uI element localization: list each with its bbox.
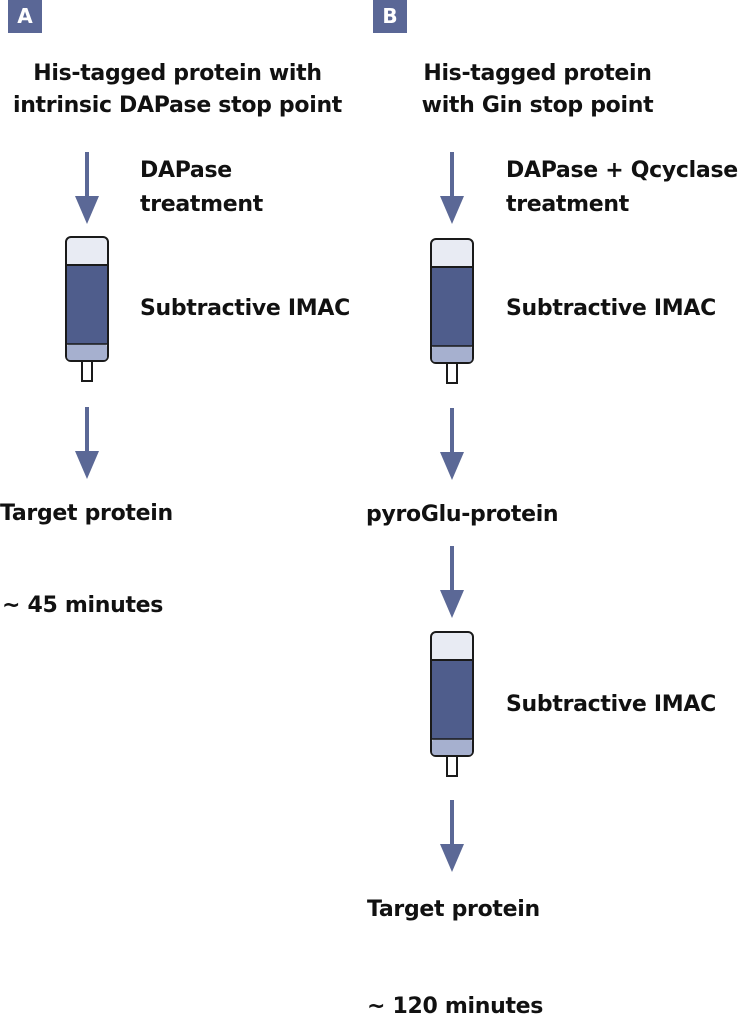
- panel-a-arrow-2: [75, 407, 99, 479]
- panel-a-result: Target protein: [0, 501, 173, 526]
- panel-b-badge: B: [373, 0, 407, 33]
- panel-b-step1-line2: treatment: [506, 192, 629, 217]
- panel-b-result: Target protein: [367, 897, 540, 922]
- panel-a-badge: A: [8, 0, 42, 33]
- panel-a-arrow-1: [75, 152, 99, 224]
- panel-a-step1-line2: treatment: [140, 192, 263, 217]
- panel-b-arrow-1: [440, 152, 464, 224]
- panel-b-arrow-2: [440, 408, 464, 480]
- panel-a-imac-column: [65, 236, 109, 382]
- panel-b-step1-line1: DAPase + Qcyclase: [506, 158, 738, 183]
- panel-b-arrow-3: [440, 546, 464, 618]
- panel-a-time: ~ 45 minutes: [2, 593, 164, 618]
- panel-a-title-line2: intrinsic DAPase stop point: [12, 93, 343, 118]
- panel-b-step3: Subtractive IMAC: [506, 692, 716, 717]
- panel-b-intermediate: pyroGlu-protein: [366, 502, 559, 527]
- panel-b-imac-column-2: [430, 631, 474, 777]
- panel-b-title-line2: with Gin stop point: [421, 93, 654, 118]
- panel-b-step2: Subtractive IMAC: [506, 296, 716, 321]
- panel-a-title-line1: His-tagged protein with: [33, 61, 322, 86]
- panel-a-step1-line1: DAPase: [140, 158, 232, 183]
- panel-b-time: ~ 120 minutes: [367, 994, 544, 1019]
- panel-a-step2: Subtractive IMAC: [140, 296, 350, 321]
- panel-b-arrow-4: [440, 800, 464, 872]
- panel-b-imac-column-1: [430, 238, 474, 384]
- panel-b-title-line1: His-tagged protein: [423, 61, 652, 86]
